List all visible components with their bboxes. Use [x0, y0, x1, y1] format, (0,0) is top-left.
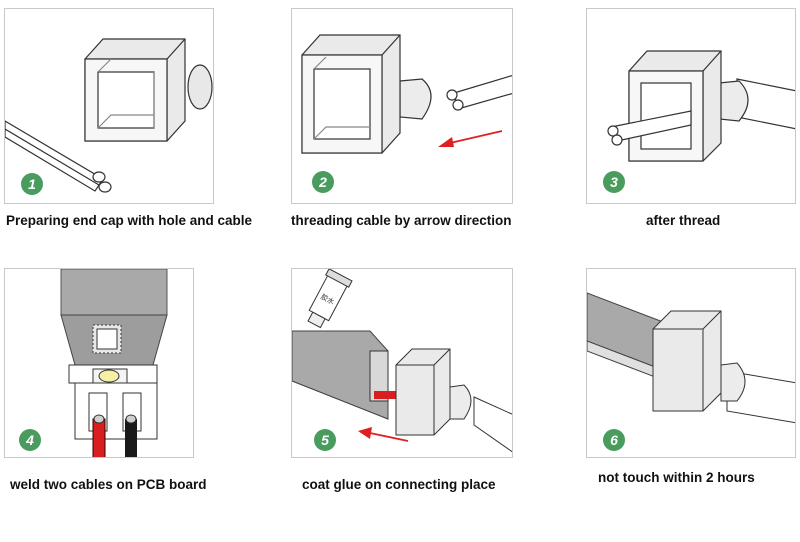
endcap-and-cable-illustration	[5, 38, 213, 193]
step-badge: 1	[21, 173, 43, 195]
step-caption: weld two cables on PCB board	[10, 477, 207, 492]
after-thread-illustration	[607, 50, 795, 162]
finished-illustration	[587, 292, 795, 424]
step-caption: coat glue on connecting place	[302, 477, 496, 492]
step-badge: 2	[312, 171, 334, 193]
direction-arrow	[438, 130, 503, 147]
threading-illustration	[301, 34, 512, 154]
step-6-panel: 6	[586, 268, 796, 458]
step-caption: threading cable by arrow direction	[291, 213, 512, 228]
step-badge: 3	[603, 171, 625, 193]
step-2-panel: 2	[291, 8, 513, 204]
step-badge: 6	[603, 429, 625, 451]
step-caption: not touch within 2 hours	[598, 470, 755, 485]
glue-illustration: 胶水	[292, 269, 512, 453]
pcb-weld-illustration	[60, 269, 168, 457]
glue-tube-icon: 胶水	[307, 269, 353, 329]
step-caption: after thread	[646, 213, 721, 228]
step-badge: 4	[19, 429, 41, 451]
step-5-panel: 胶水 5	[291, 268, 513, 458]
step-caption: Preparing end cap with hole and cable	[6, 213, 253, 228]
step-4-panel: 4	[4, 268, 194, 458]
direction-arrow	[358, 427, 409, 442]
step-badge: 5	[314, 429, 336, 451]
step-1-panel: 1	[4, 8, 214, 204]
step-3-panel: 3	[586, 8, 796, 204]
